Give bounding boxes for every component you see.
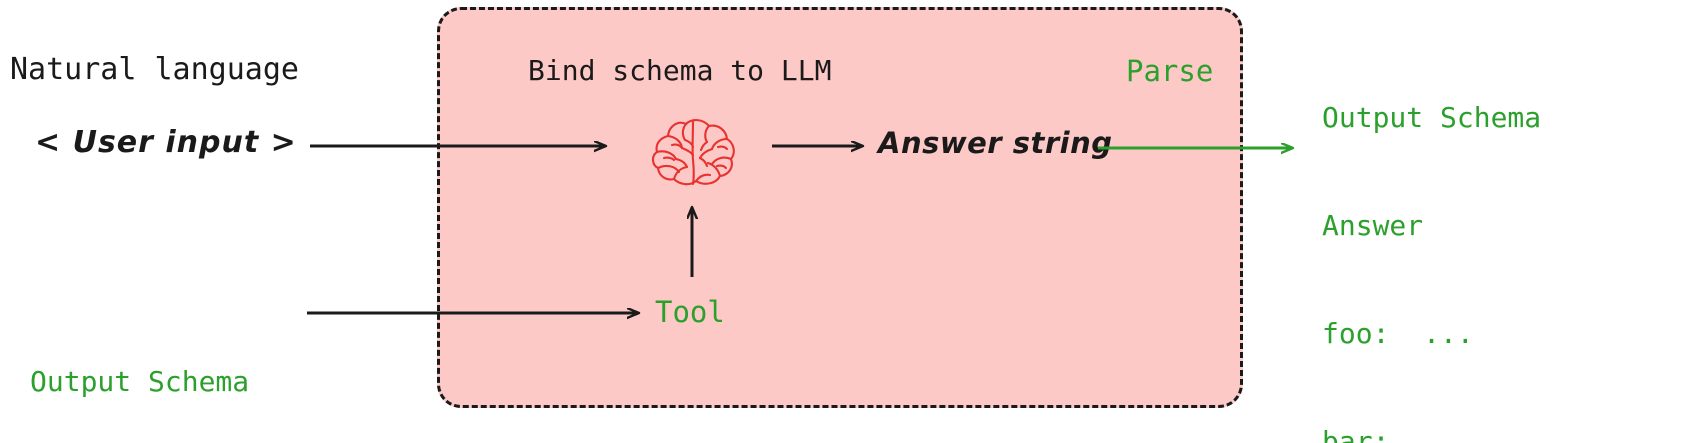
tool-label: Tool bbox=[655, 295, 725, 329]
natural-language-heading: Natural language bbox=[10, 52, 299, 87]
output-schema-block: Output Schema Answer foo: ... bar: ... bbox=[1322, 28, 1541, 443]
output-schema-line-bar: bar: ... bbox=[1322, 425, 1474, 443]
output-schema-line-title: Output Schema bbox=[1322, 101, 1542, 134]
answer-string-label: Answer string bbox=[878, 126, 1113, 160]
brain-icon bbox=[651, 119, 735, 186]
output-schema-line-foo: foo: ... bbox=[1322, 317, 1474, 350]
output-schema-line-answer: Answer bbox=[1322, 209, 1424, 242]
user-input-label: < User input > bbox=[35, 125, 297, 160]
llm-container-box bbox=[437, 7, 1243, 408]
input-output-schema-block: Output Schema foo: ... bar: ... bbox=[30, 292, 249, 443]
bind-schema-to-llm-label: Bind schema to LLM bbox=[528, 54, 832, 87]
parse-label: Parse bbox=[1126, 54, 1214, 88]
input-schema-line-title: Output Schema bbox=[30, 365, 250, 398]
